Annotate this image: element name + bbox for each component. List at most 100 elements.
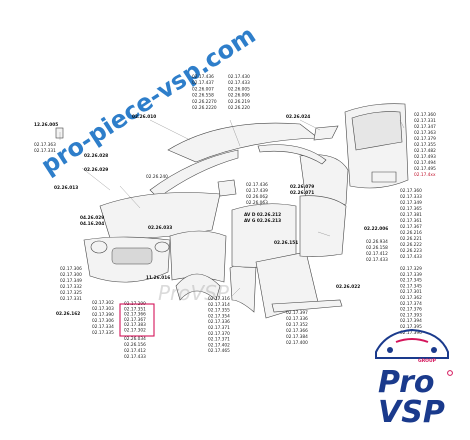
part-number-top-a: 02.26.007 — [192, 86, 214, 92]
part-number-right-bottom-b: 02.17.345 — [400, 278, 422, 284]
part-label: AV G 02.26.213 — [244, 218, 281, 224]
part-number-side-right: 02.17.361 — [400, 218, 422, 224]
part-number-pink-after: 02.17.433 — [124, 354, 146, 360]
part-number-door-list: 02.17.495 — [414, 166, 436, 172]
part-number-top-b: 02.26.005 — [228, 86, 250, 92]
part-label: 02.26.071 — [290, 190, 314, 196]
part-number-left-low: 02.17.325 — [60, 290, 82, 296]
part-number-left-low: 02.17.349 — [60, 278, 82, 284]
part-number-pink-box: 02.17.366 — [124, 312, 146, 318]
part-number-right-bottom-b: 02.17.345 — [400, 283, 422, 289]
part-number-door-list: 02.17.494 — [414, 160, 436, 166]
part-number-right-bottom-b: 02.17.329 — [400, 266, 422, 272]
part-number-pink-after: 02.26.034 — [124, 336, 146, 342]
part-label: 04.26.029 — [80, 215, 104, 221]
part-number-door-list: 02.17.363 — [414, 130, 436, 136]
part-number-mid-bottom: 02.17.465 — [208, 348, 230, 354]
antenna-clip — [55, 127, 64, 139]
part-number-bottom-center: 02.17.306 — [92, 318, 114, 324]
part-number-left-top: 02.17.331 — [34, 148, 56, 154]
tailgate-window — [351, 111, 403, 151]
part-number-mid-bottom: 02.17.371 — [208, 337, 230, 343]
part-number-door-list: 02.17.331 — [414, 118, 436, 124]
part-number-side-right: 02.26.222 — [400, 242, 422, 248]
part-number-mid-bottom: 02.17.370 — [208, 331, 230, 337]
part-label: 11.26.016 — [146, 275, 170, 281]
part-number-right-bottom-a: 02.17.336 — [286, 316, 308, 322]
part-number-bottom-center: 02.17.335 — [92, 330, 114, 336]
brand-vsp: VSP — [378, 395, 445, 430]
headlamp-right — [154, 241, 170, 253]
part-label: 02.26.022 — [336, 284, 360, 290]
brand-group: GROUP — [418, 358, 437, 364]
part-number-mid-stack: 02.17.412 — [366, 251, 388, 257]
part-number-bottom-center: 02.17.303 — [92, 306, 114, 312]
part-number-top-b: 02.26.219 — [228, 99, 250, 105]
part-number-top-a: 02.17.437 — [192, 80, 214, 86]
roof-panel — [167, 122, 319, 163]
part-number-side-right: 02.17.433 — [400, 254, 422, 260]
part-number-right-bottom-b: 02.17.301 — [400, 289, 422, 295]
part-number-right-bottom-b: 02.17.393 — [400, 312, 422, 318]
part-number-mid-bottom: 02.17.316 — [208, 296, 230, 302]
part-number-mid-right: 02.17.439 — [246, 188, 268, 194]
part-number-mid-stack: 02.26.934 — [366, 239, 388, 245]
part-number-door-list: 02.17.355 — [414, 142, 436, 148]
part-number-right-bottom-b: 02.17.376 — [400, 307, 422, 313]
car-logo-accent — [395, 338, 429, 343]
part-label: 02.26.240 — [146, 174, 168, 180]
part-number-pink-box: 02.17.367 — [124, 317, 146, 323]
brand-pro: Pro — [378, 365, 434, 400]
part-number-pink-box: 02.17.351 — [124, 306, 146, 312]
car-logo-icon — [375, 328, 449, 359]
part-number-top-a: 02.26.2220 — [192, 105, 217, 111]
part-number-left-low: 02.17.332 — [60, 284, 82, 290]
part-number-left-low: 02.17.331 — [60, 296, 82, 302]
part-number-left-top: 02.17.363 — [34, 142, 56, 148]
side-sill — [271, 299, 343, 313]
part-number-side-right: 02.17.381 — [400, 212, 422, 218]
part-number-side-right: 02.26.223 — [400, 248, 422, 254]
part-number-bottom-center: 02.17.302 — [92, 300, 114, 306]
part-number-side-right: 02.17.349 — [400, 200, 422, 206]
front-grille — [111, 247, 153, 265]
part-number-bottom-center: 02.17.334 — [92, 324, 114, 330]
part-number-top-b: 02.17.433 — [228, 80, 250, 86]
part-label: 02.26.024 — [286, 114, 310, 120]
wheel-arch-front — [175, 273, 221, 301]
part-number-right-bottom-b: 02.17.396 — [400, 330, 422, 336]
car-logo-lamp-right — [431, 347, 437, 353]
headlamp-left — [90, 240, 108, 254]
brand-dot — [447, 370, 453, 376]
rear-spoiler — [313, 125, 339, 141]
part-label: 12.26.005 — [34, 122, 58, 128]
front-wing — [169, 230, 227, 283]
part-number-mid-right: 02.26.062 — [246, 194, 268, 200]
part-number-mid-bottom: 02.17.371 — [208, 325, 230, 331]
mirror — [217, 179, 237, 197]
part-number-door-list: 02.17.493 — [414, 154, 436, 160]
part-label: 02.26.029 — [84, 167, 108, 173]
part-number-side-right: 02.26.216 — [400, 230, 422, 236]
part-label: 02.26.151 — [274, 240, 298, 246]
part-number-door-list: 02.17.379 — [414, 136, 436, 142]
part-number-mid-bottom: 02.17.314 — [208, 302, 230, 308]
part-number-top-a: 02.17.436 — [192, 74, 214, 80]
part-number-mid-stack: 02.17.433 — [366, 257, 388, 263]
part-number-top-a: 02.26.558 — [192, 93, 214, 99]
part-label: 02.26.033 — [148, 225, 172, 231]
part-number-side-right: 02.17.360 — [400, 188, 422, 194]
part-number-bottom-center: 02.17.390 — [92, 312, 114, 318]
part-number-pink-box: 02.17.383 — [124, 322, 146, 328]
windscreen-frame — [149, 149, 239, 199]
part-label: 02.26.013 — [54, 185, 78, 191]
car-logo-lamp-left — [387, 347, 393, 353]
part-number-right-bottom-b: 02.17.394 — [400, 318, 422, 324]
part-number-mid-bottom: 02.17.354 — [208, 313, 230, 319]
part-number-left-low: 02.17.300 — [60, 272, 82, 278]
part-number-right-bottom-a: 02.17.397 — [286, 310, 308, 316]
part-number-pink-box: 02.17.302 — [124, 328, 146, 334]
part-number-right-bottom-a: 02.17.366 — [286, 328, 308, 334]
part-number-right-bottom-b: 02.17.374 — [400, 301, 422, 307]
